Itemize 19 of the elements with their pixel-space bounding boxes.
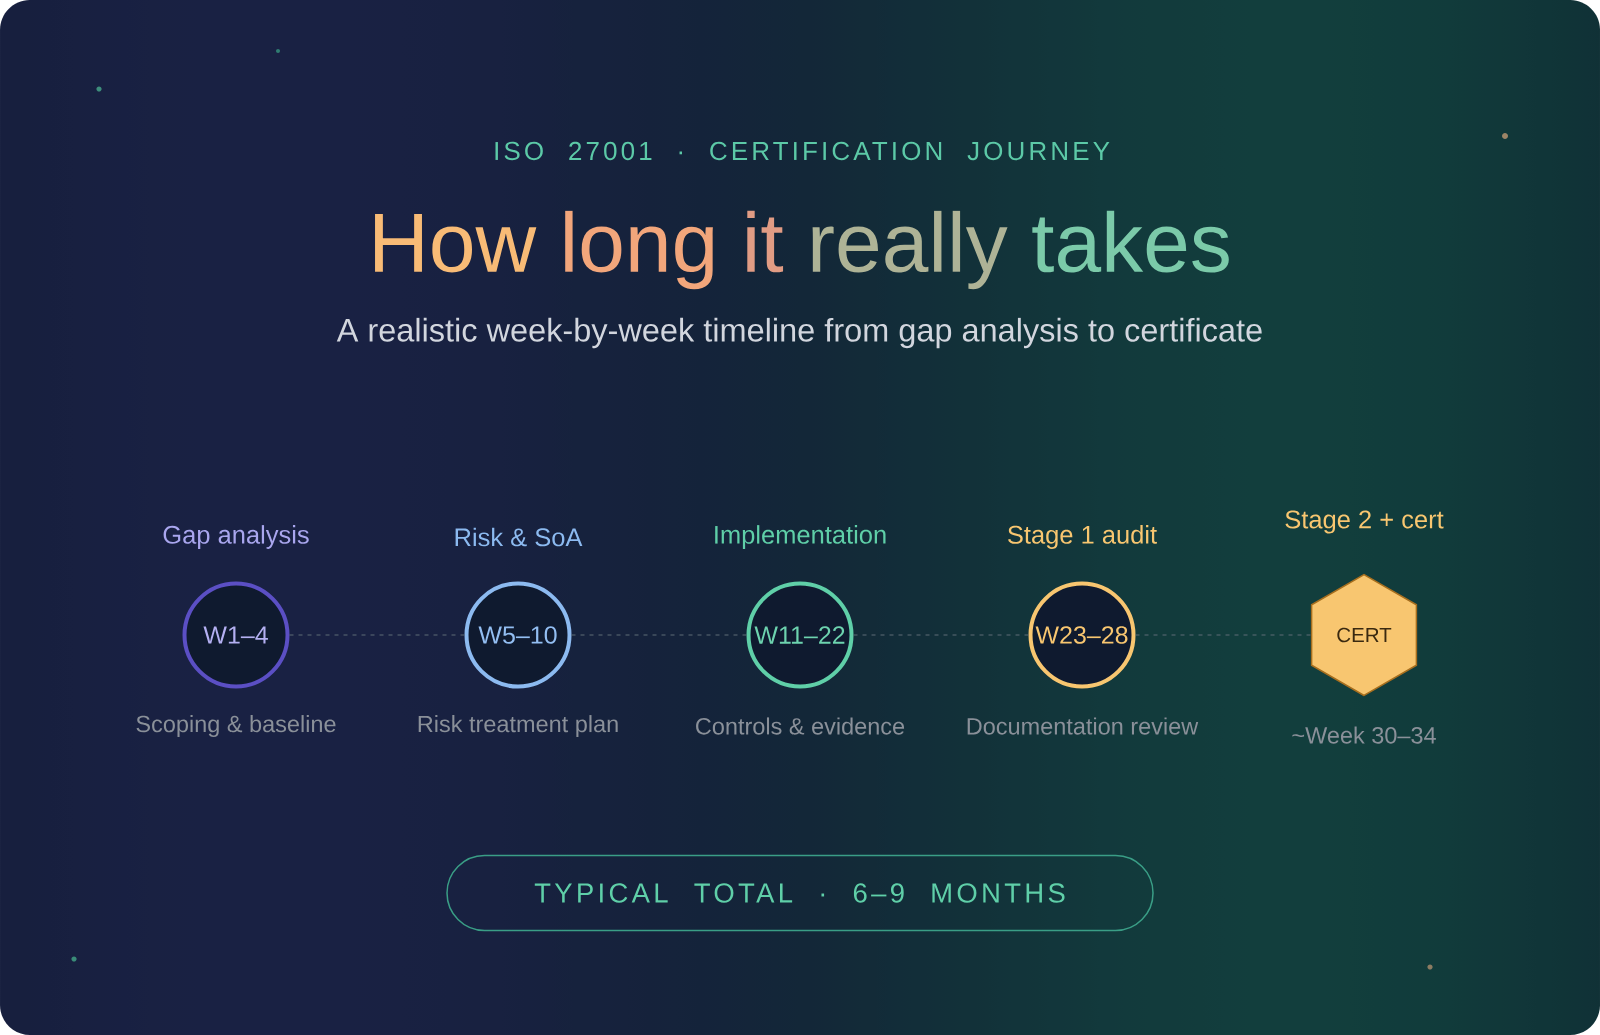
hexagon-badge: CERT (1310, 573, 1418, 697)
phase-note: ~Week 30–34 (1292, 726, 1436, 744)
phase-label: Stage 1 audit (1008, 525, 1157, 549)
dashed-connector (1134, 634, 1312, 636)
phase-note: Risk treatment plan (418, 715, 618, 737)
phase-label: Gap analysis (163, 525, 309, 549)
total-pill: TYPICAL TOTAL · 6–9 MONTHS (446, 854, 1154, 932)
phase-label: Stage 2 + cert (1285, 510, 1444, 534)
dashed-connector (288, 634, 466, 636)
title: How long it really takes (375, 210, 1229, 290)
phase-label: Risk & SoA (455, 527, 583, 547)
phase-note: Documentation review (967, 717, 1199, 735)
subtitle: A realistic week-by-week timeline from gap analysis to certificate (336, 317, 1262, 349)
phase-note: Scoping & baseline (136, 715, 336, 737)
phase-label: Implementation (715, 525, 886, 549)
dashed-connector (570, 634, 748, 636)
eyebrow-text: ISO 27001 · CERTIFICATION JOURNEY (495, 141, 1110, 161)
dashed-connector (852, 634, 1030, 636)
phase-note: Controls & evidence (696, 717, 905, 735)
